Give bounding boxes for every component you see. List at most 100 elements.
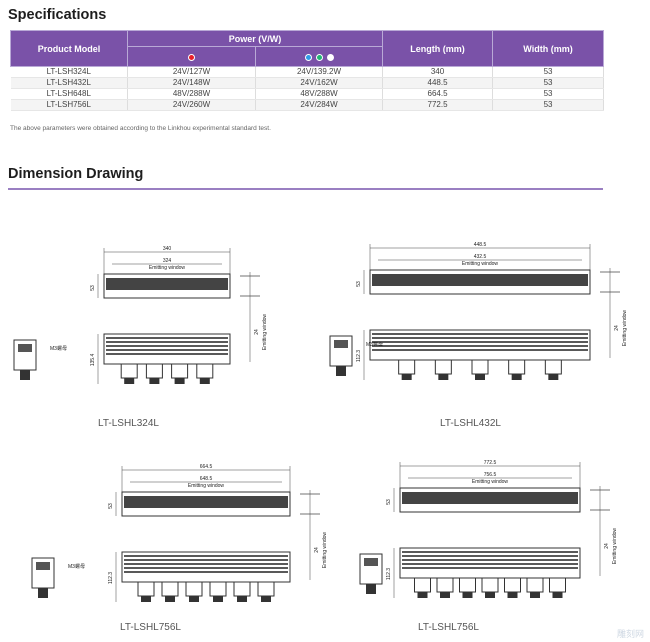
dimension-heading-underline bbox=[8, 188, 603, 190]
total-length-label: 664.5 bbox=[200, 464, 213, 470]
body-height-label: 112.3 bbox=[356, 350, 362, 362]
lamp-head bbox=[504, 577, 521, 593]
side-dim-label: 24 bbox=[614, 325, 620, 331]
red-light-indicator bbox=[127, 46, 256, 67]
cell-length: 772.5 bbox=[382, 99, 494, 111]
cell-length: 448.5 bbox=[382, 77, 494, 89]
header-width: Width (mm) bbox=[492, 30, 605, 67]
cell-power-red: 24V/127W bbox=[127, 66, 256, 78]
cell-power-other: 24V/284W bbox=[255, 99, 384, 111]
body-height-label: 112.3 bbox=[108, 572, 114, 584]
lamp-head bbox=[544, 359, 562, 375]
lamp-head bbox=[257, 581, 275, 597]
cell-length: 664.5 bbox=[382, 88, 494, 100]
cell-width: 53 bbox=[492, 66, 605, 78]
emitting-window-label: Emitting window bbox=[472, 479, 509, 485]
cell-power-red: 24V/148W bbox=[127, 77, 256, 89]
dimension-drawing-heading: Dimension Drawing bbox=[8, 166, 144, 182]
cell-power-other: 24V/139.2W bbox=[255, 66, 384, 78]
light-bar-front-view bbox=[121, 551, 291, 583]
blue-green-white-light-indicator bbox=[254, 46, 384, 67]
lamp-head bbox=[196, 363, 214, 379]
height-label: 53 bbox=[108, 503, 114, 509]
cell-model: LT-LSH756L bbox=[10, 99, 128, 111]
height-label: 53 bbox=[356, 281, 362, 287]
lamp-head bbox=[459, 577, 476, 593]
lamp-head bbox=[481, 577, 499, 593]
cell-power-other: 48V/288W bbox=[255, 88, 384, 100]
screw-label: M3螺母 bbox=[50, 345, 67, 352]
light-bar-front-view bbox=[369, 329, 591, 361]
drawing-caption: LT-LSHL432L bbox=[440, 418, 501, 429]
lamp-head bbox=[398, 359, 416, 375]
lamp-head bbox=[436, 577, 454, 593]
light-bar-front-view bbox=[103, 333, 231, 365]
height-label: 53 bbox=[386, 499, 392, 505]
lamp-head bbox=[171, 363, 189, 379]
color-dot bbox=[315, 53, 323, 61]
lamp-head bbox=[145, 363, 163, 379]
side-dim-label: 24 bbox=[604, 543, 610, 549]
lamp-head bbox=[209, 581, 227, 597]
lamp-head bbox=[185, 581, 203, 597]
color-dot bbox=[326, 53, 334, 61]
cell-width: 53 bbox=[492, 99, 605, 111]
side-dim-label: 24 bbox=[314, 547, 320, 553]
cell-length: 340 bbox=[382, 66, 494, 78]
total-length-label: 448.5 bbox=[474, 242, 487, 248]
window-length-label: 756.5 bbox=[484, 472, 497, 478]
lamp-head bbox=[120, 363, 138, 379]
side-dim-label: 24 bbox=[254, 329, 260, 335]
emitting-window bbox=[124, 496, 288, 508]
height-label: 53 bbox=[90, 285, 96, 291]
total-length-label: 772.5 bbox=[484, 460, 497, 466]
emitting-window bbox=[402, 492, 578, 504]
cell-model: LT-LSH648L bbox=[10, 88, 128, 100]
window-length-label: 432.5 bbox=[474, 254, 487, 260]
body-height-label: 135.4 bbox=[90, 354, 96, 367]
cell-model: LT-LSH432L bbox=[10, 77, 128, 89]
lamp-head bbox=[161, 581, 179, 597]
lamp-head bbox=[414, 577, 431, 593]
screw-label: M3螺母 bbox=[68, 563, 85, 570]
color-dot bbox=[188, 53, 195, 61]
drawing-caption: LT-LSHL324L bbox=[98, 418, 159, 429]
specifications-note: The above parameters were obtained accor… bbox=[10, 125, 271, 132]
body-height-label: 112.3 bbox=[386, 568, 392, 580]
cell-power-red: 48V/288W bbox=[127, 88, 256, 100]
lamp-head bbox=[434, 359, 452, 375]
color-dot bbox=[304, 53, 312, 61]
drawing-caption: LT-LSHL756L bbox=[120, 622, 181, 633]
side-emitting-label: Emitting window bbox=[262, 314, 268, 351]
cell-power-red: 24V/260W bbox=[127, 99, 256, 111]
header-power: Power (V/W) bbox=[126, 30, 384, 47]
cell-power-other: 24V/162W bbox=[255, 77, 384, 89]
specifications-heading: Specifications bbox=[8, 7, 107, 23]
emitting-window-label: Emitting window bbox=[188, 483, 225, 489]
lamp-head bbox=[508, 359, 526, 375]
side-emitting-label: Emitting window bbox=[322, 532, 328, 569]
side-emitting-label: Emitting window bbox=[612, 528, 618, 565]
emitting-window bbox=[106, 278, 228, 290]
cell-model: LT-LSH324L bbox=[10, 66, 128, 78]
watermark: 雕刻网 bbox=[616, 629, 644, 639]
window-length-label: 324 bbox=[163, 258, 172, 264]
cell-width: 53 bbox=[492, 88, 605, 100]
lamp-head bbox=[471, 359, 489, 375]
lamp-head bbox=[549, 577, 566, 593]
emitting-window-label: Emitting window bbox=[462, 261, 499, 267]
specifications-table: Product Model Power (V/W) Length (mm) Wi… bbox=[10, 30, 605, 111]
screw-label: M3螺母 bbox=[366, 341, 383, 348]
header-length: Length (mm) bbox=[382, 30, 494, 67]
side-emitting-label: Emitting window bbox=[622, 310, 628, 347]
lamp-head bbox=[526, 577, 544, 593]
window-length-label: 648.5 bbox=[200, 476, 213, 482]
